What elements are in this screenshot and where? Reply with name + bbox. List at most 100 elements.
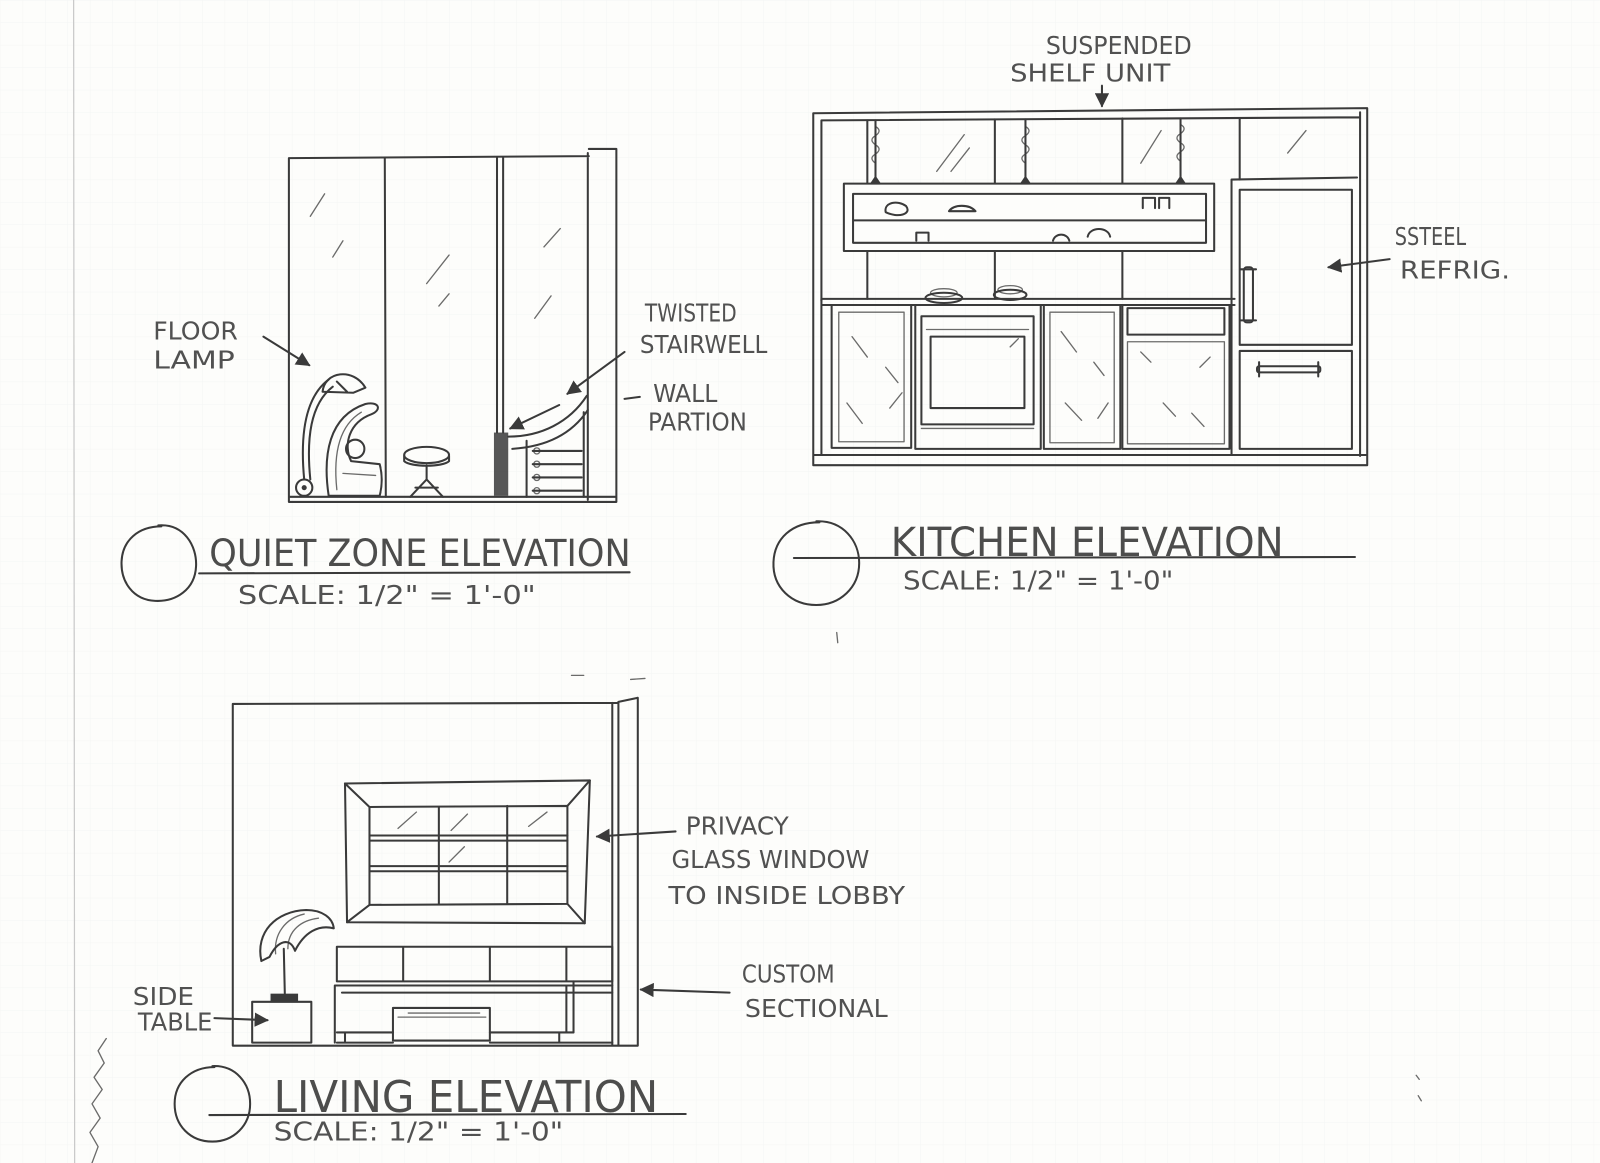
wall-partition-leader [623,395,641,400]
lounge-chair-cushion [345,438,366,460]
oven-door [920,315,1035,426]
sectional-base [335,1031,614,1044]
oven [914,304,1042,450]
glass-reflection-marks [309,193,561,319]
stairwell-label-line-1: TWISTED [644,298,737,327]
refrigerator-vertical-handle [1242,266,1254,324]
wall-partition-block [493,432,509,496]
sectional-ottoman [391,1006,491,1042]
floor-lamp-shade [321,373,367,394]
cooktop-pan-lid [997,284,1024,295]
sectional-arrow [639,982,731,998]
wall-label-line-2: PARTION [648,408,747,437]
shelf-rod-hooks [869,175,1187,185]
side-table-label-line-2: TABLE [137,1007,212,1036]
stainless-steel-refrigerator [1230,176,1359,457]
cooktop-pot-lid [929,288,958,298]
table-lamp [259,908,335,995]
refrig-label-line-1: SSTEEL [1395,222,1467,251]
living-wall-frame [231,696,639,1047]
base-cabinet-left [830,304,913,449]
window-label-line-3: TO INSIDE LOBBY [667,881,905,910]
kitchen-wall-frame [812,107,1369,467]
kitchen-scale: SCALE: 1/2" = 1'-0" [903,567,1173,597]
table-lamp-shade-ribs [274,913,320,955]
side-table-label-line-1: SIDE [133,982,194,1011]
paper-margin-line [73,0,76,1163]
refrig-label-line-2: REFRIG. [1400,256,1510,285]
base-cabinet-center [1042,304,1122,450]
quiet-zone-wall-frame [287,147,618,503]
base-cabinet-left-door [838,311,905,443]
dishwasher-drawer [1121,304,1231,450]
shelf-label-line-1: SUSPENDED [1046,31,1192,60]
window-label-line-2: GLASS WINDOW [671,845,869,874]
refrigerator-upper-door [1238,188,1353,346]
kitchen-title: KITCHEN ELEVATION [891,520,1284,566]
living-elevation: PRIVACY GLASS WINDOW TO INSIDE LOBBY CUS… [133,696,905,1148]
lounge-chair-contour [335,411,377,491]
table-lamp-stem [282,947,286,995]
refrigerator-arrow [1327,258,1391,273]
wall-partition-arrow [508,403,561,430]
torn-paper-edge [89,1037,107,1163]
stairwell-railing [507,394,589,498]
window-label-line-1: PRIVACY [686,812,789,841]
quiet-zone-title-underline [198,571,631,575]
sectional-seat [333,980,614,1044]
stair-tread-end [533,460,541,468]
refrigerator-freezer-drawer [1238,349,1353,450]
cooktop-pan [992,288,1028,301]
kitchen-detail-circle [772,520,861,606]
dishwasher-marks [1140,351,1211,428]
oven-details [920,328,1035,430]
stray-pencil-marks [570,631,1422,1102]
custom-sectional [333,945,614,1044]
privacy-glass-window [343,779,591,925]
refrigerator-horizontal-handle [1256,365,1322,374]
side-table [251,993,313,1044]
floor-lamp-label-line-1: FLOOR [153,317,238,346]
living-title-underline [208,1113,687,1117]
floor-lamp [295,373,367,497]
stairwell-label-line-2: STAIRWELL [640,330,768,359]
oven-housing [914,304,1042,450]
lounge-chair [325,402,383,497]
base-cabinet-left-box [830,304,913,449]
stool [403,445,451,498]
privacy-window-arrow [595,828,677,843]
quiet-zone-scale: SCALE: 1/2" = 1'-0" [238,581,536,611]
suspended-shelf-unit [842,117,1216,252]
quiet-zone-detail-circle [120,524,198,602]
sectional-label-line-1: CUSTOM [742,959,835,988]
quiet-zone-elevation: FLOOR LAMP TWISTED STAIRWELL WALL PARTIO… [120,147,768,611]
dishwasher-housing [1121,304,1231,450]
base-cabinet-left-glass-marks [846,335,903,425]
floor-lamp-base-dot [301,485,307,491]
table-lamp-base [270,993,299,1002]
living-detail-circle [173,1065,252,1143]
floor-lamp-label-line-2: LAMP [153,345,235,374]
stairwell-arrow [566,350,626,395]
table-lamp-shade [259,908,335,963]
cooktop-pot [924,291,964,305]
twisted-stairwell [507,394,589,498]
kitchen-glass-marks [936,129,1307,173]
floor-lamp-arrow [262,335,311,367]
glass-panel-mullions [383,156,505,498]
shelf-hanging-rods [874,117,1182,183]
sectional-label-line-2: SECTIONAL [745,994,888,1023]
lower-cabinets [820,284,1236,457]
refrigerator-housing [1230,176,1359,457]
stool-base [403,454,451,498]
base-cabinet-center-glass-marks [1060,330,1109,421]
stair-tread-end [533,473,541,482]
cooktop-pots [924,284,1028,305]
stair-tread-end [533,486,541,495]
shelf-rod-twists [871,123,1185,164]
refrigerator-handle-mounts [1239,268,1320,378]
base-cabinet-center-door [1049,311,1115,444]
window-muntins [368,804,569,905]
